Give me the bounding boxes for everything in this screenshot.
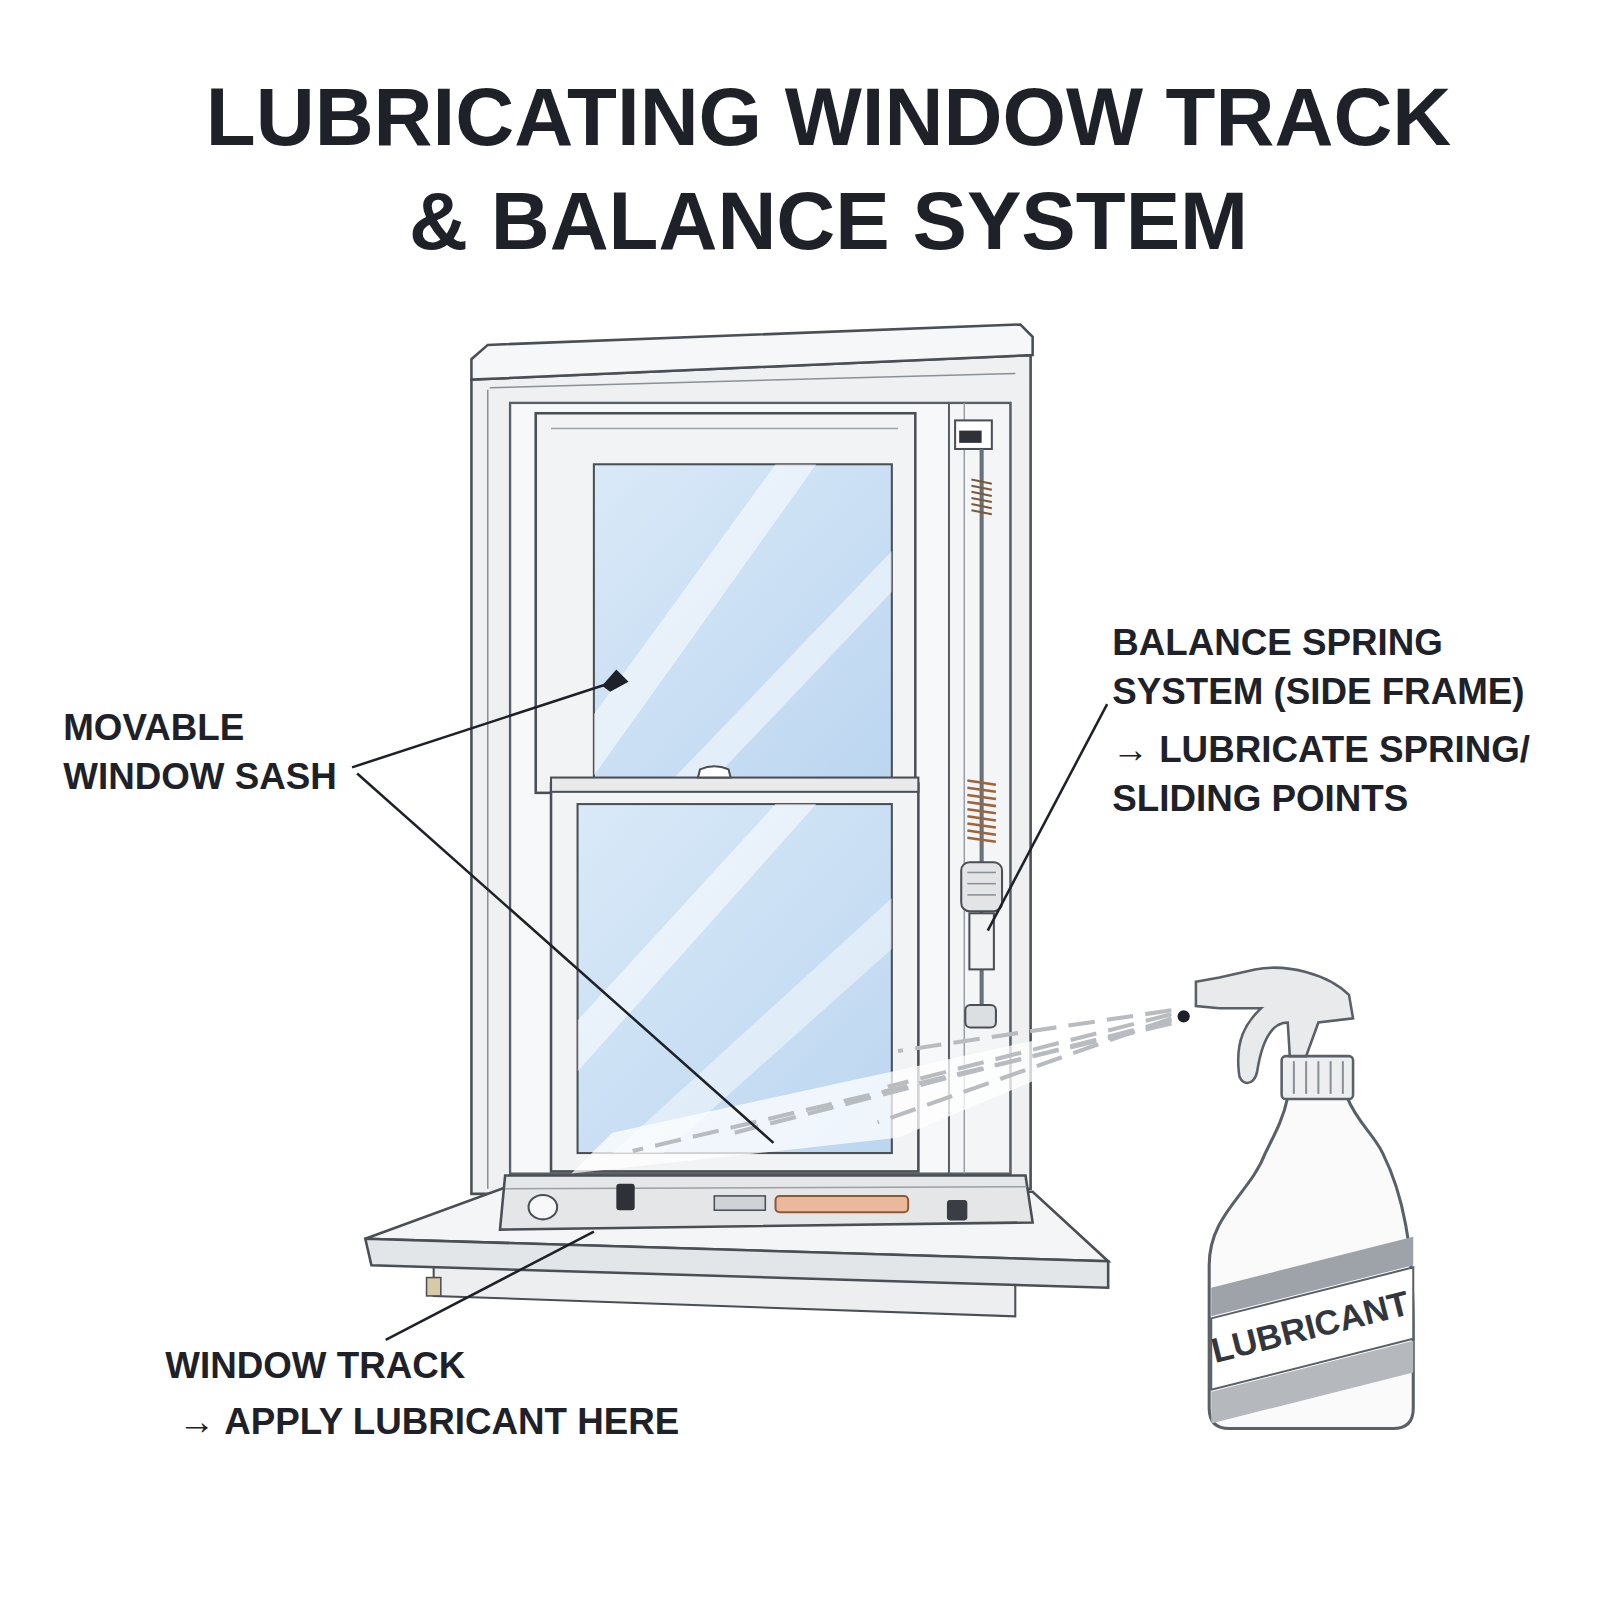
upper-sash [536, 413, 916, 793]
spray-stream [633, 1010, 1172, 1151]
balance-bracket [969, 913, 993, 969]
balance-shoe [965, 1005, 996, 1027]
balance-spring-top [971, 480, 991, 515]
callout-label: MOVABLE WINDOW SASH [63, 703, 369, 801]
instruction-note: → LUBRICATE SPRING/ SLIDING POINTS [1112, 726, 1561, 824]
window-frame [510, 403, 1010, 1173]
track-end-clip [947, 1200, 967, 1220]
instruction-note: → APPLY LUBRICANT HERE [179, 1397, 791, 1446]
casing-bevel [487, 390, 489, 1189]
sash-lock [698, 766, 731, 777]
balance-top-clip [959, 431, 981, 443]
callout-label: WINDOW TRACK [165, 1341, 594, 1390]
bottle-cap [1282, 1056, 1353, 1099]
balance-cylinder [961, 862, 1002, 911]
balance-spring-coil [967, 781, 996, 842]
leader-arrowhead [602, 669, 629, 691]
balance-top-block [955, 420, 992, 449]
callout-label: BALANCE SPRING SYSTEM (SIDE FRAME) [1112, 618, 1546, 716]
spray-mist [571, 1010, 1173, 1173]
upper-glass [594, 464, 892, 778]
track-clip [616, 1184, 634, 1211]
spray-bottle [1209, 1097, 1413, 1429]
window-track [500, 1176, 1033, 1230]
casing-bevel [490, 373, 1016, 387]
track-spring [776, 1196, 909, 1212]
sill-front [365, 1239, 1108, 1288]
glass-glare [594, 464, 892, 778]
meeting-rail [551, 778, 918, 792]
trigger-head [1196, 968, 1353, 1083]
head-molding [471, 324, 1032, 379]
track-roller [529, 1195, 558, 1219]
title: LUBRICATING WINDOW TRACK & BALANCE SYSTE… [176, 65, 1482, 273]
spray-nozzle-dot [1178, 1010, 1190, 1022]
leader-line [352, 684, 1107, 1340]
